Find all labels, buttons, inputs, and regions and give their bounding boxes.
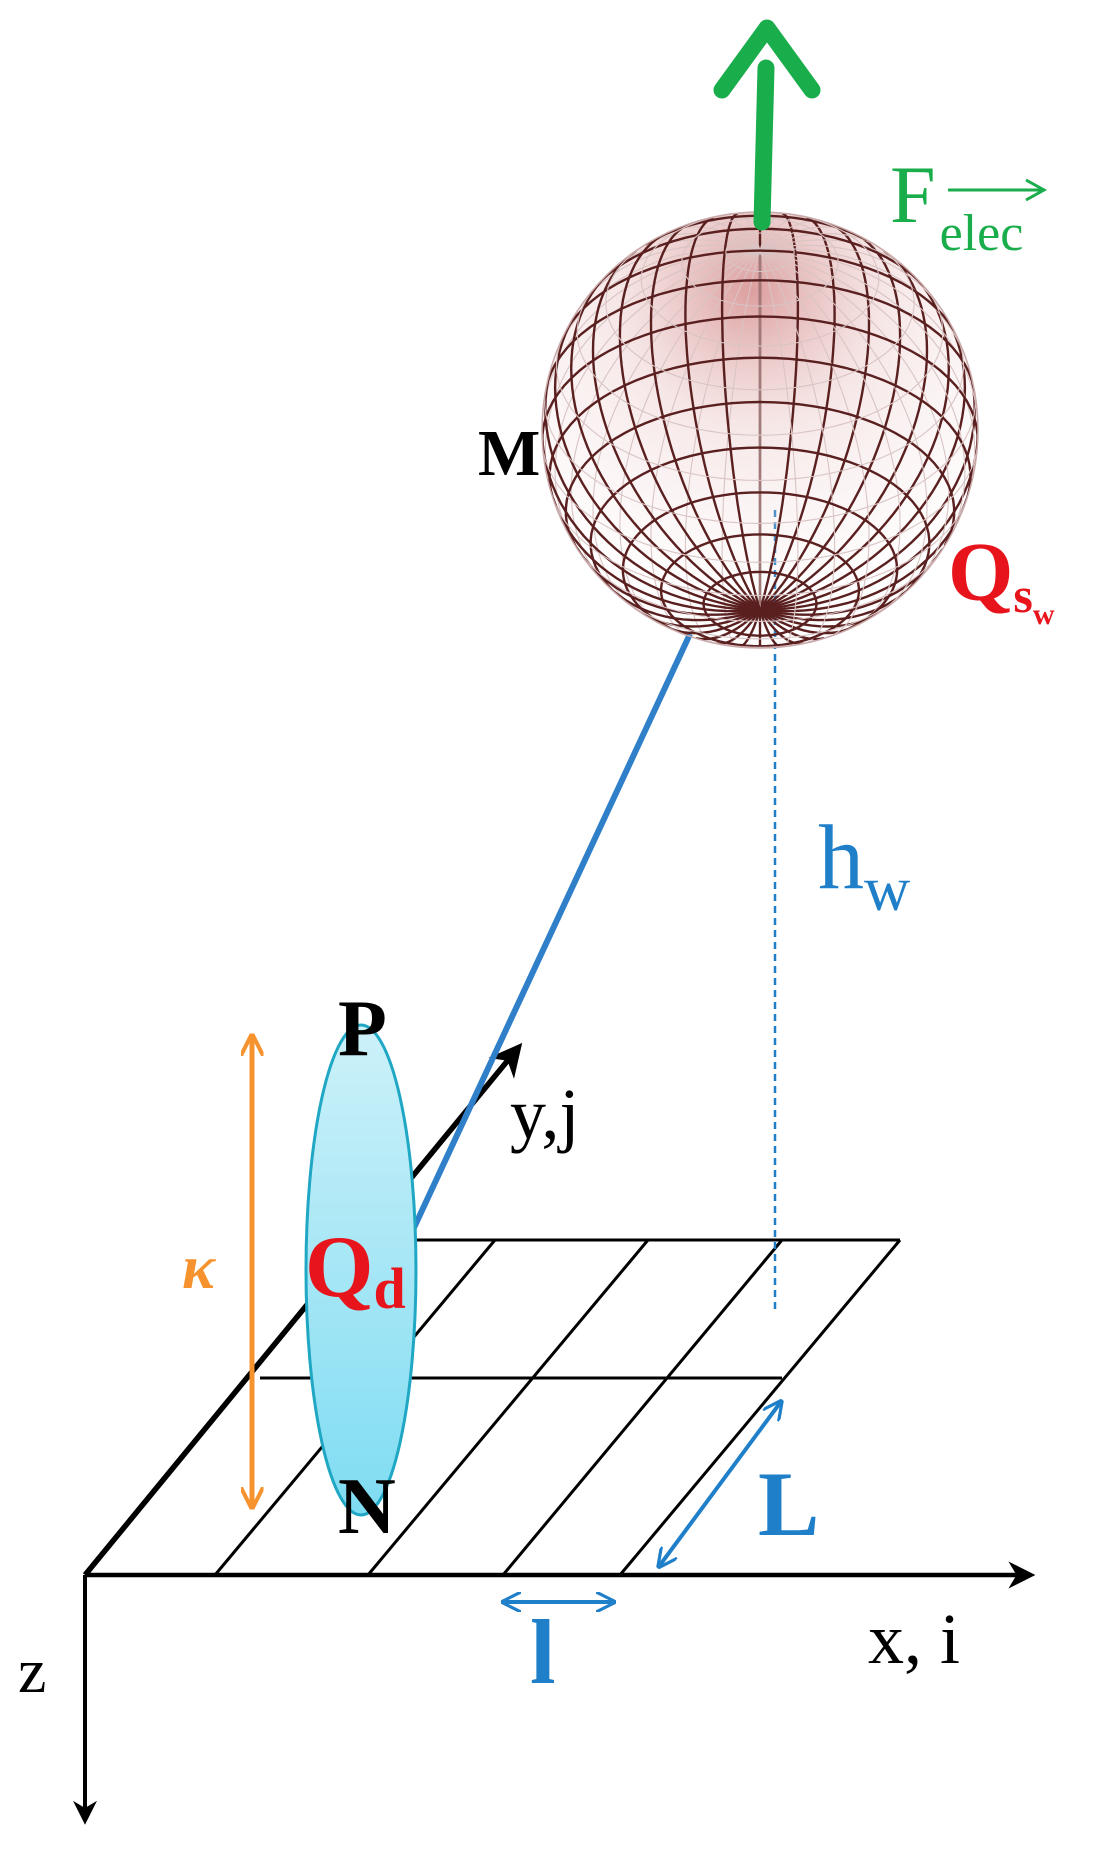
sphere-mesh-line — [759, 356, 972, 498]
sphere-mesh-line — [619, 590, 908, 640]
sphere-mesh-line — [758, 212, 800, 611]
height-label: hw — [818, 806, 910, 924]
sphere-mesh-line — [737, 212, 761, 251]
sphere-mesh-line — [649, 222, 761, 611]
sphere-mesh — [542, 212, 978, 648]
sphere-mesh-line — [556, 329, 964, 481]
droplet-charge-label: Qd — [305, 1219, 406, 1321]
sphere-mesh-line — [759, 249, 870, 639]
force-label: Felec — [890, 149, 1023, 262]
sphere-mesh-line — [650, 249, 761, 639]
sphere-mesh-line — [591, 249, 761, 611]
sphere-mesh-line — [542, 443, 978, 563]
sphere-mesh-line — [759, 400, 956, 547]
sphere-mesh-line — [594, 227, 761, 288]
sphere-mesh-line — [702, 570, 818, 637]
sphere-mesh-line — [759, 608, 849, 635]
sphere-mesh-line — [621, 491, 761, 637]
sphere-mesh-line — [759, 232, 885, 252]
sphere-mesh-line — [759, 249, 976, 498]
sphere-mesh-line — [759, 590, 908, 622]
point-m-label: M — [478, 417, 540, 490]
sphere-mesh-line — [640, 212, 880, 347]
cell-length-label: L — [758, 1453, 819, 1555]
sphere-mesh-line — [589, 446, 761, 598]
sphere-mesh-line — [759, 609, 825, 641]
x-axis-label: x, i — [868, 1599, 960, 1679]
sphere-mesh-line — [759, 249, 901, 630]
sphere-mesh-line — [759, 315, 978, 444]
force-arrow — [713, 19, 821, 231]
sphere-mesh-line — [544, 249, 761, 498]
sphere-mesh-line — [564, 400, 761, 554]
sphere-mesh-line — [576, 548, 761, 616]
sphere-mesh-line — [684, 216, 762, 611]
kappa-label: κ — [182, 1234, 216, 1302]
sphere-mesh-line — [759, 212, 783, 251]
sphere-mesh-line — [542, 315, 761, 453]
sphere-mesh-line — [561, 249, 761, 339]
sphere-mesh-line — [759, 249, 966, 550]
sphere-charge-label: Qsw — [948, 526, 1055, 631]
sphere-mesh-line — [544, 380, 976, 524]
sphere-mesh-line — [759, 248, 971, 372]
grid-diagonal — [366, 1239, 650, 1576]
point-n-label: N — [338, 1463, 396, 1551]
sphere-mesh-line — [605, 239, 915, 391]
sphere-mesh-line — [555, 497, 968, 597]
point-p-label: P — [338, 985, 387, 1073]
droplet — [304, 1023, 418, 1517]
sphere-charge — [541, 211, 979, 649]
sphere-mesh-line — [659, 533, 861, 648]
grid-diagonal — [501, 1239, 784, 1576]
sphere-mesh-line — [579, 545, 946, 622]
sphere-mesh-line — [759, 491, 899, 634]
sphere-mesh-line — [548, 356, 761, 506]
sphere-mesh-line — [759, 279, 974, 382]
sphere-mesh-line — [759, 222, 871, 611]
sphere-mesh-line — [759, 249, 836, 645]
sphere-mesh-line — [759, 446, 931, 592]
z-axis-label: z — [18, 1635, 46, 1706]
sphere-mesh-line — [759, 249, 928, 614]
sphere-mesh-line — [759, 548, 944, 616]
vector-arrow-icon — [948, 178, 1048, 202]
sphere-mesh-line — [695, 609, 761, 641]
sphere-mesh-line — [758, 216, 836, 611]
sphere-mesh-line — [544, 279, 761, 390]
cell-length-arrow — [660, 1403, 780, 1565]
sphere-mesh-line — [553, 317, 761, 612]
axes — [73, 1042, 1036, 1825]
sphere-mesh-line — [720, 212, 762, 611]
sphere-mesh-line — [576, 280, 944, 436]
sphere-mesh-line — [725, 232, 795, 273]
connector-line — [409, 632, 693, 1234]
sphere-mesh-line — [671, 608, 761, 635]
sphere-mesh-line — [759, 317, 967, 612]
y-axis-label: y,j — [510, 1074, 579, 1154]
sphere-mesh-line — [619, 249, 761, 630]
sphere-mesh-line — [681, 217, 839, 307]
cell-width-label: l — [530, 1601, 556, 1703]
sphere-mesh-line — [612, 590, 761, 622]
y-axis — [82, 1042, 523, 1577]
sphere-mesh-line — [759, 249, 955, 331]
